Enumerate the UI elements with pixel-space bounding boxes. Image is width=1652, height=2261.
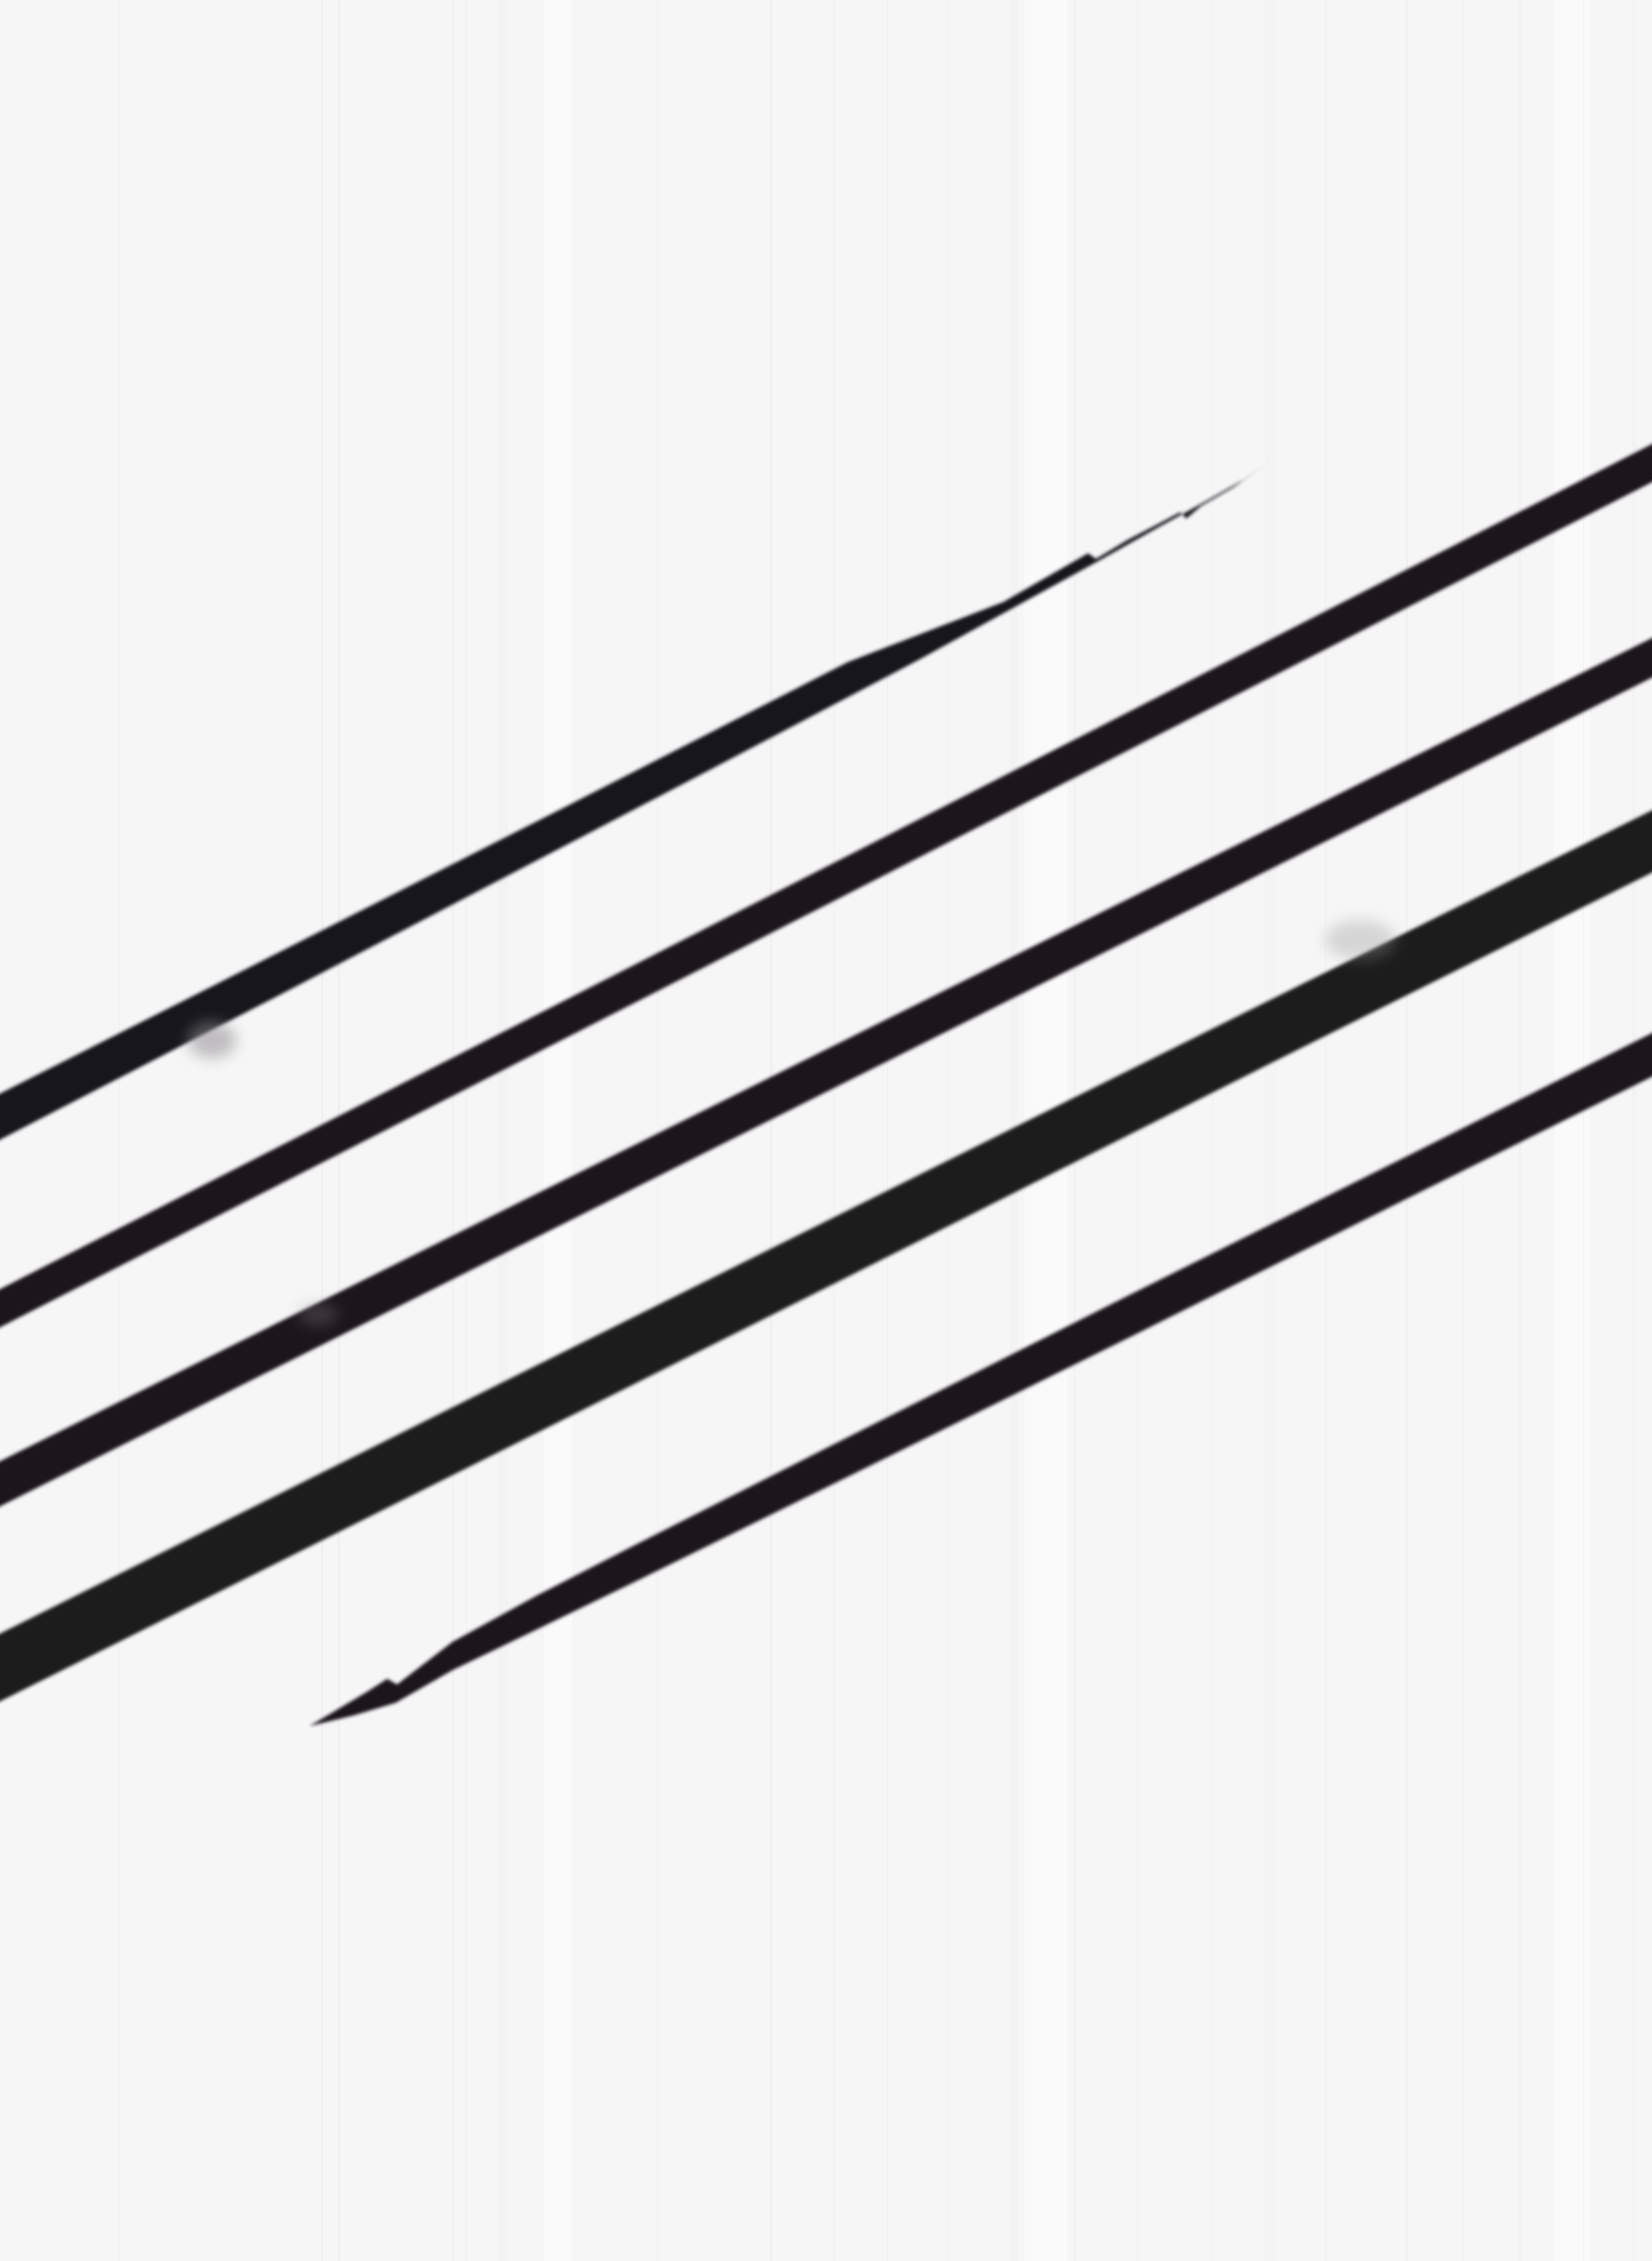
paper-streak-9 (770, 0, 772, 2261)
paper-streak-6 (498, 0, 508, 2261)
paper-streak-25 (1632, 0, 1636, 2261)
ink-stroke-4-thick-full-width (0, 810, 1652, 1701)
ink-stroke-2-thin-full-width (0, 444, 1652, 1328)
gray-smudge-3 (1325, 920, 1396, 960)
paper-streak-4 (452, 0, 454, 2261)
paper-streak-24 (1583, 0, 1584, 2261)
ink-stroke-3-medium-full-width (0, 637, 1652, 1506)
paper-streak-12 (947, 0, 948, 2261)
paper-streak-20 (1406, 0, 1408, 2261)
ink-stroke-5-tapered-tip-left (309, 1033, 1652, 1726)
ink-stroke-1-tapered-tip-right (0, 461, 1271, 1140)
gray-smudge-1 (188, 1022, 236, 1058)
paper-streak-7 (544, 0, 572, 2261)
paper-streak-11 (887, 0, 888, 2261)
paper-streak-17 (1212, 0, 1213, 2261)
paper-streak-8 (657, 0, 659, 2261)
paper-streak-1 (119, 0, 120, 2261)
paper-streak-5 (466, 0, 467, 2261)
gray-smudge-2 (298, 1303, 338, 1326)
paper-streak-18 (1265, 0, 1278, 2261)
paper-streak-19 (1325, 0, 1326, 2261)
paper-streak-23 (1554, 0, 1590, 2261)
